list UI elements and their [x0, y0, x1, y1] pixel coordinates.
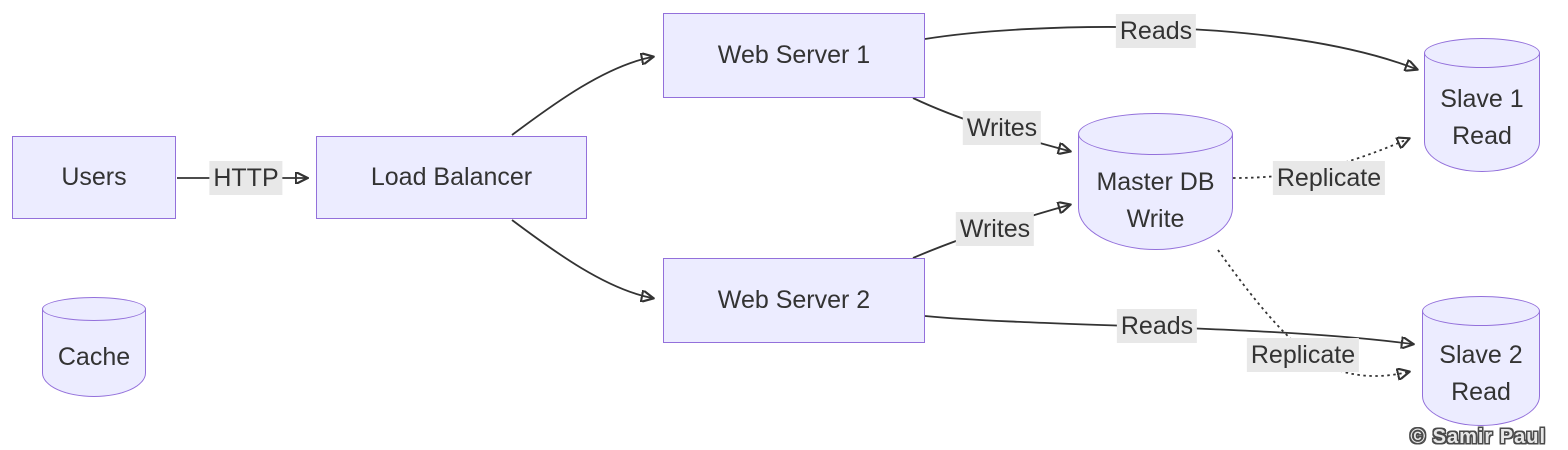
node-master-db-label-line2: Write [1126, 204, 1185, 233]
node-cache: Cache [42, 297, 146, 397]
node-web-server-1: Web Server 1 [663, 13, 925, 98]
node-slave-2-label-line2: Read [1451, 378, 1511, 406]
edge-label-writes-top: Writes [962, 111, 1042, 145]
edge-label-replicate-bottom: Replicate [1246, 338, 1360, 372]
master-db-cylinder-top [1078, 113, 1233, 155]
slave-2-cylinder-top [1422, 296, 1540, 326]
node-web-server-1-label: Web Server 1 [717, 41, 871, 69]
edge-label-reads-top: Reads [1115, 14, 1197, 48]
edge-load-balancer-to-web-server-1 [511, 57, 652, 136]
edge-label-http: HTTP [209, 161, 283, 195]
node-web-server-2-label: Web Server 2 [717, 286, 871, 314]
slave-1-cylinder-top [1424, 38, 1540, 68]
node-slave-1: Slave 1 Read [1424, 38, 1540, 172]
node-cache-label: Cache [57, 342, 131, 371]
node-web-server-2: Web Server 2 [663, 258, 925, 343]
watermark-text: © Samir Paul [1410, 426, 1546, 448]
edge-label-writes-bottom: Writes [955, 212, 1035, 246]
node-master-db: Master DB Write [1078, 113, 1233, 250]
node-slave-1-label-line2: Read [1452, 122, 1512, 150]
slave-2-cylinder-body [1422, 311, 1540, 426]
node-load-balancer: Load Balancer [316, 136, 587, 219]
cache-cylinder-top [42, 297, 146, 321]
node-users-label: Users [61, 163, 127, 191]
node-slave-2-label-line1: Slave 2 [1439, 341, 1523, 369]
node-slave-2: Slave 2 Read [1422, 296, 1540, 426]
node-load-balancer-label: Load Balancer [370, 163, 533, 191]
cache-cylinder-body [42, 309, 146, 397]
edge-load-balancer-to-web-server-2 [511, 219, 652, 298]
node-master-db-label-line1: Master DB [1096, 167, 1215, 196]
slave-1-cylinder-body [1424, 53, 1540, 172]
edge-label-reads-bottom: Reads [1116, 309, 1198, 343]
node-slave-1-label-line1: Slave 1 [1440, 85, 1524, 113]
edge-label-replicate-top: Replicate [1272, 161, 1386, 195]
node-users: Users [12, 136, 176, 219]
